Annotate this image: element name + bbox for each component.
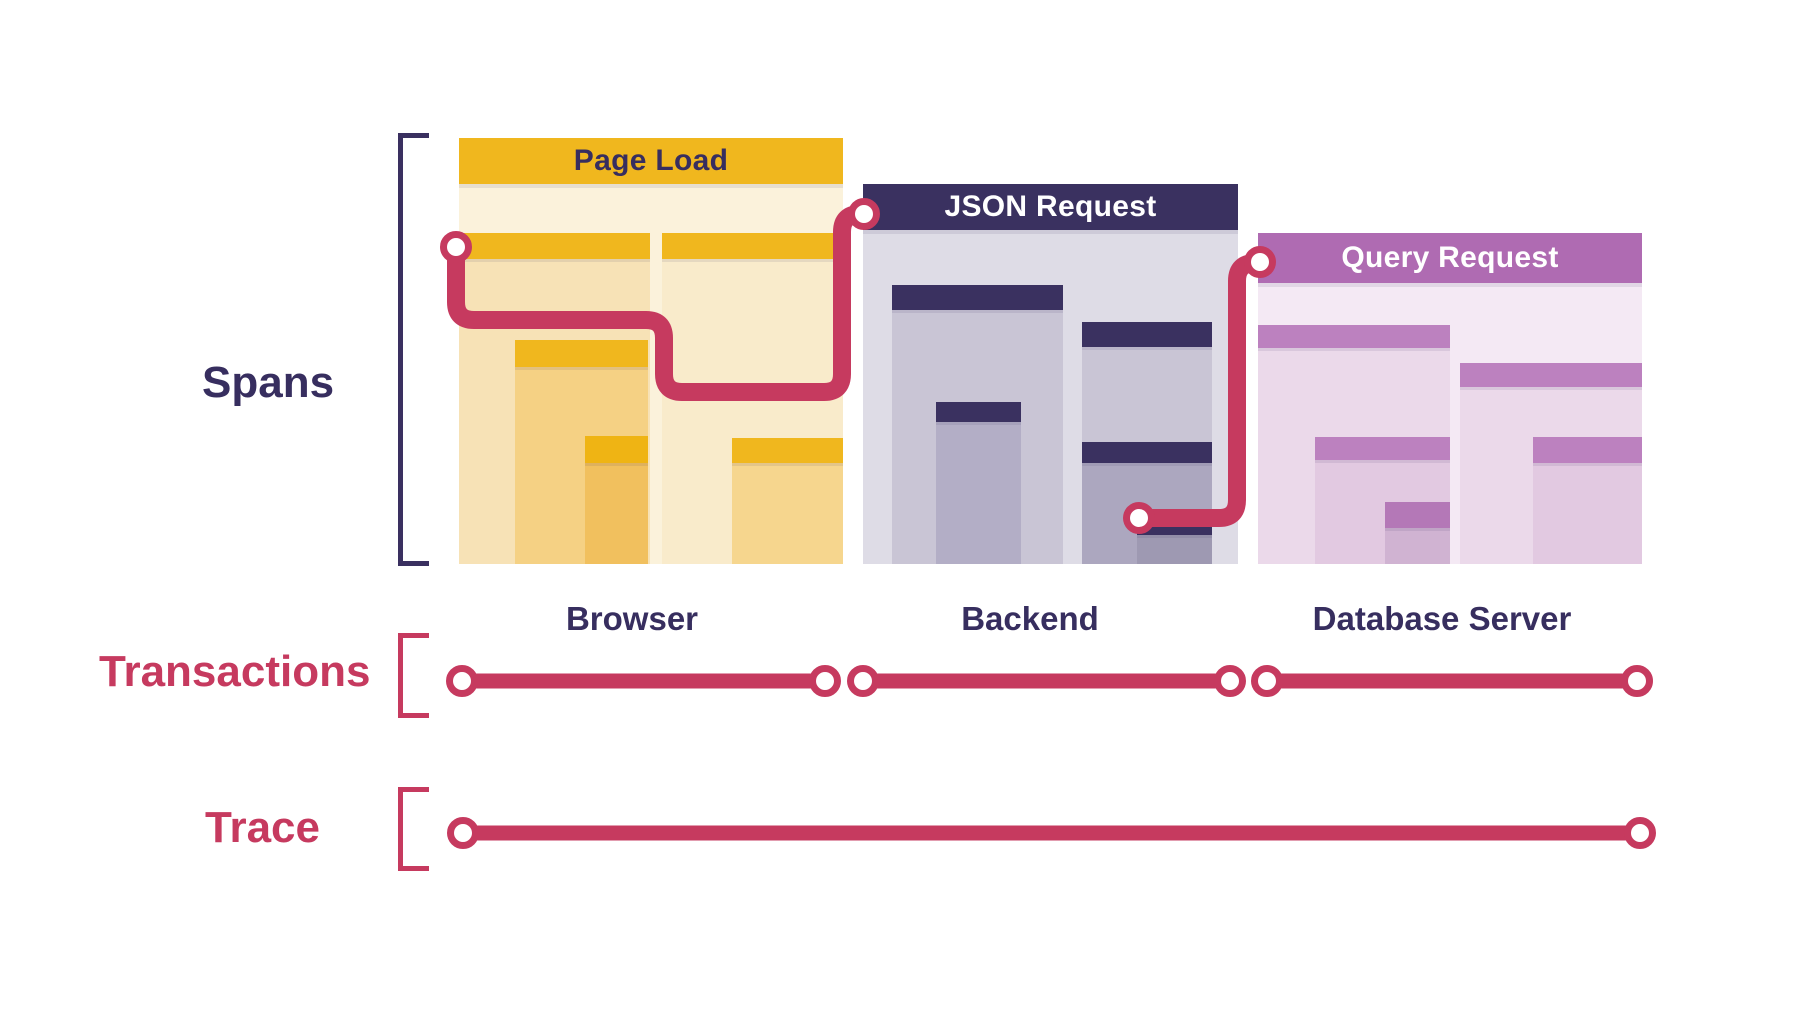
- span-block: [936, 402, 1021, 564]
- span-block: [585, 436, 648, 564]
- page-load-panel-header: Page Load: [459, 138, 843, 184]
- trace-node: [447, 817, 479, 849]
- query-request-title: Query Request: [1341, 241, 1559, 274]
- transaction-node: [1251, 665, 1283, 697]
- span-block: [1137, 513, 1212, 564]
- transaction-node: [847, 665, 879, 697]
- transaction-node: [1621, 665, 1653, 697]
- transactions-bracket: [398, 633, 429, 718]
- trace-node: [1624, 817, 1656, 849]
- json-request-panel-header: JSON Request: [863, 184, 1238, 230]
- json-request-panel: JSON Request: [863, 184, 1238, 564]
- span-block: [732, 438, 843, 564]
- span-block: [1533, 437, 1642, 564]
- transaction-node: [1214, 665, 1246, 697]
- spans-label: Spans: [202, 358, 335, 407]
- spans-bracket: [398, 133, 429, 566]
- trace-bracket: [398, 787, 429, 871]
- trace-label: Trace: [205, 803, 320, 852]
- page-load-title: Page Load: [573, 144, 729, 177]
- service-label-browser: Browser: [565, 600, 699, 637]
- transaction-node: [809, 665, 841, 697]
- query-request-panel: Query Request: [1258, 233, 1642, 564]
- json-request-title: JSON Request: [944, 190, 1157, 223]
- transaction-node: [446, 665, 478, 697]
- service-label-backend: Backend: [961, 600, 1099, 637]
- span-block: [1385, 502, 1450, 564]
- service-label-database: Database Server: [1312, 600, 1572, 637]
- page-load-panel: Page Load: [459, 138, 843, 564]
- transactions-label: Transactions: [99, 647, 371, 696]
- query-request-panel-header: Query Request: [1258, 233, 1642, 283]
